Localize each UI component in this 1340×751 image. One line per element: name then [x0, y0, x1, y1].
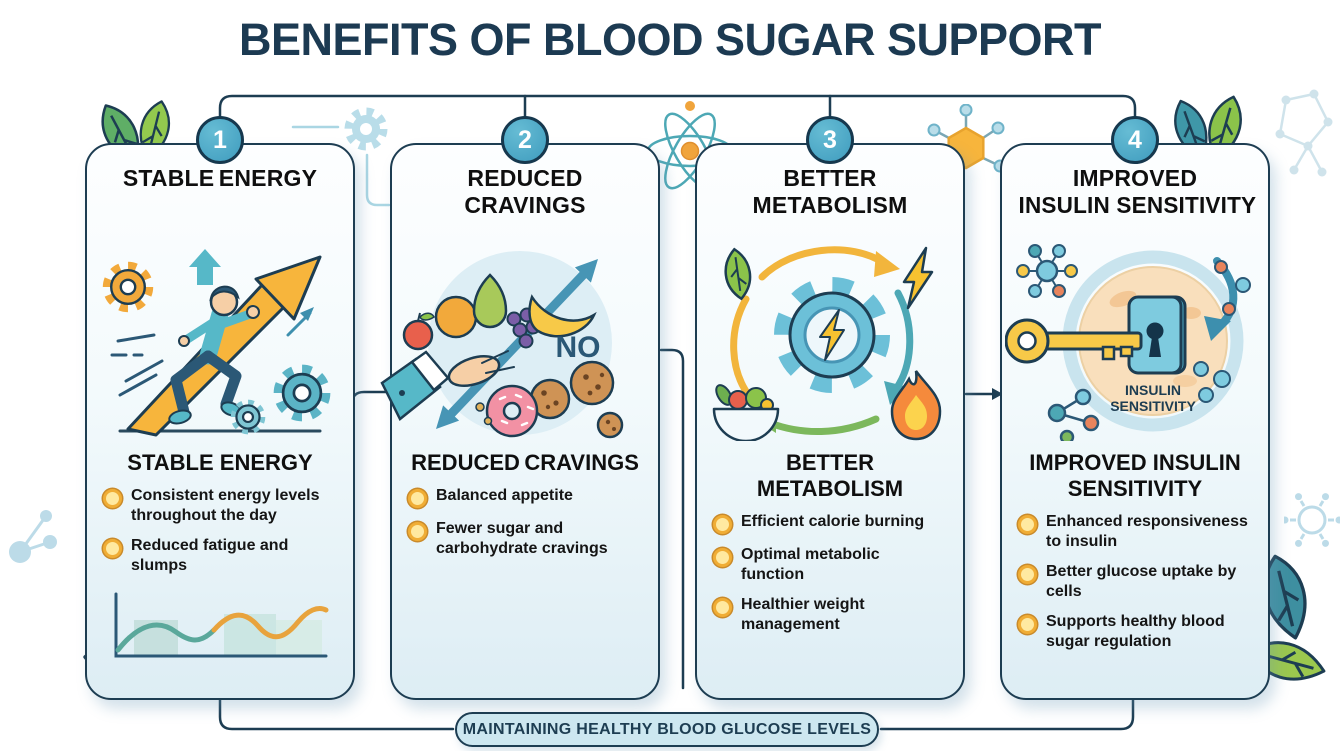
card-title: REDUCED CRAVINGS — [464, 165, 586, 218]
section-title: BETTER METABOLISM — [756, 450, 904, 501]
bullet-dot — [1018, 515, 1037, 534]
bullet-dot — [713, 598, 732, 618]
bullet-dot — [408, 489, 427, 508]
cookie-icon — [529, 360, 624, 439]
card-reduced-cravings: REDUCED CRAVINGS — [380, 143, 660, 700]
card-improved-insulin-sensitivity: IMPROVED INSULIN SENSITIVITY — [1000, 143, 1270, 700]
banana-icon — [528, 294, 597, 338]
hand-icon — [380, 350, 515, 421]
card-title: IMPROVED INSULIN SENSITIVITY — [1018, 165, 1257, 218]
key-icon — [1004, 318, 1143, 364]
flame-icon — [890, 370, 942, 441]
crossed-arrow-icon — [436, 259, 598, 429]
pear-icon — [472, 273, 508, 329]
list-item: Optimal metabolic function — [713, 545, 947, 584]
runner-rising-arrow-illustration — [102, 249, 331, 437]
list-item: Enhanced responsiveness to insulin — [1018, 512, 1252, 551]
leaf-icon — [724, 247, 752, 301]
benefit-list: Balanced appetite Fewer sugar and carboh… — [406, 486, 644, 558]
donut-icon — [485, 384, 539, 438]
glucose-dots — [1193, 260, 1251, 403]
energy-wave-chart — [114, 592, 329, 658]
benefit-list: Efficient calorie burning Optimal metabo… — [711, 512, 949, 634]
card-stable-energy: STABLE ENERGY — [85, 143, 355, 700]
step-badge-3: 3 — [806, 116, 854, 164]
card-better-metabolism: BETTER METABOLISM — [695, 143, 965, 700]
bullet-dot — [1018, 615, 1037, 635]
no-label: NO — [556, 331, 601, 364]
bullet-dot — [713, 548, 732, 567]
glucose-molecule-icon — [1047, 388, 1100, 445]
section-title: IMPROVED INSULIN SENSITIVITY — [1029, 450, 1241, 501]
bottom-right-line — [879, 698, 1135, 731]
gear-icon — [102, 261, 154, 313]
gear-icon — [273, 364, 331, 422]
insulin-key-cell-illustration: INSULIN SENSITIVITY — [1004, 244, 1251, 445]
connector-card2-card3 — [659, 348, 685, 690]
step-badge-1: 1 — [196, 116, 244, 164]
gear-icon — [230, 399, 266, 435]
metabolism-gear-cycle-illustration — [712, 246, 942, 443]
insulin-sensitivity-label: INSULIN — [1125, 382, 1181, 398]
section-title: REDUCED CRAVINGS — [411, 450, 639, 475]
gear-lightning-icon — [774, 277, 890, 393]
bottom-left-line — [218, 698, 455, 731]
page-title: BENEFITS OF BLOOD SUGAR SUPPORT — [238, 14, 1102, 65]
list-item: Efficient calorie burning — [713, 512, 947, 534]
list-item: Fewer sugar and carbohydrate cravings — [408, 519, 642, 558]
small-arrow-icon — [286, 307, 314, 337]
section-title: STABLE ENERGY — [127, 450, 313, 475]
benefit-list: Consistent energy levels throughout the … — [101, 486, 339, 575]
bottom-banner: MAINTAINING HEALTHY BLOOD GLUCOSE LEVELS — [455, 712, 879, 747]
bullet-dot — [103, 539, 122, 559]
bullet-dot — [713, 515, 732, 534]
receptor-lock-icon — [1127, 295, 1187, 375]
insulin-sensitivity-label: SENSITIVITY — [1110, 398, 1196, 414]
lightning-icon — [902, 246, 934, 310]
speed-lines — [110, 333, 164, 397]
list-item: Balanced appetite — [408, 486, 642, 508]
orange-icon — [434, 295, 478, 339]
molecule-icon — [9, 510, 57, 563]
list-item: Better glucose uptake by cells — [1018, 562, 1252, 601]
step-badge-4: 4 — [1111, 116, 1159, 164]
runner-icon — [168, 285, 260, 425]
list-item: Reduced fatigue and slumps — [103, 536, 337, 575]
benefit-list: Enhanced responsiveness to insulin Bette… — [1016, 512, 1254, 651]
healthy-food-vs-sweets-illustration: NO — [380, 251, 624, 439]
molecule-web-icon — [1275, 89, 1333, 177]
top-rail-line — [218, 94, 1137, 120]
list-item: Healthier weight management — [713, 595, 947, 634]
bullet-dot — [1018, 565, 1037, 585]
list-item: Consistent energy levels throughout the … — [103, 486, 337, 525]
bullet-dot — [408, 522, 427, 541]
list-item: Supports healthy blood sugar regulation — [1018, 612, 1252, 651]
card-title: BETTER METABOLISM — [752, 165, 908, 218]
up-arrow-icon — [189, 249, 221, 285]
salad-bowl-icon — [712, 384, 780, 443]
bullet-dot — [103, 489, 122, 508]
gear-link-line — [365, 153, 391, 207]
apple-icon — [402, 312, 435, 351]
card-title: STABLE ENERGY — [122, 165, 318, 191]
sun-molecule-icon — [1284, 493, 1340, 547]
step-badge-2: 2 — [501, 116, 549, 164]
glucose-molecule-icon — [1016, 244, 1078, 298]
